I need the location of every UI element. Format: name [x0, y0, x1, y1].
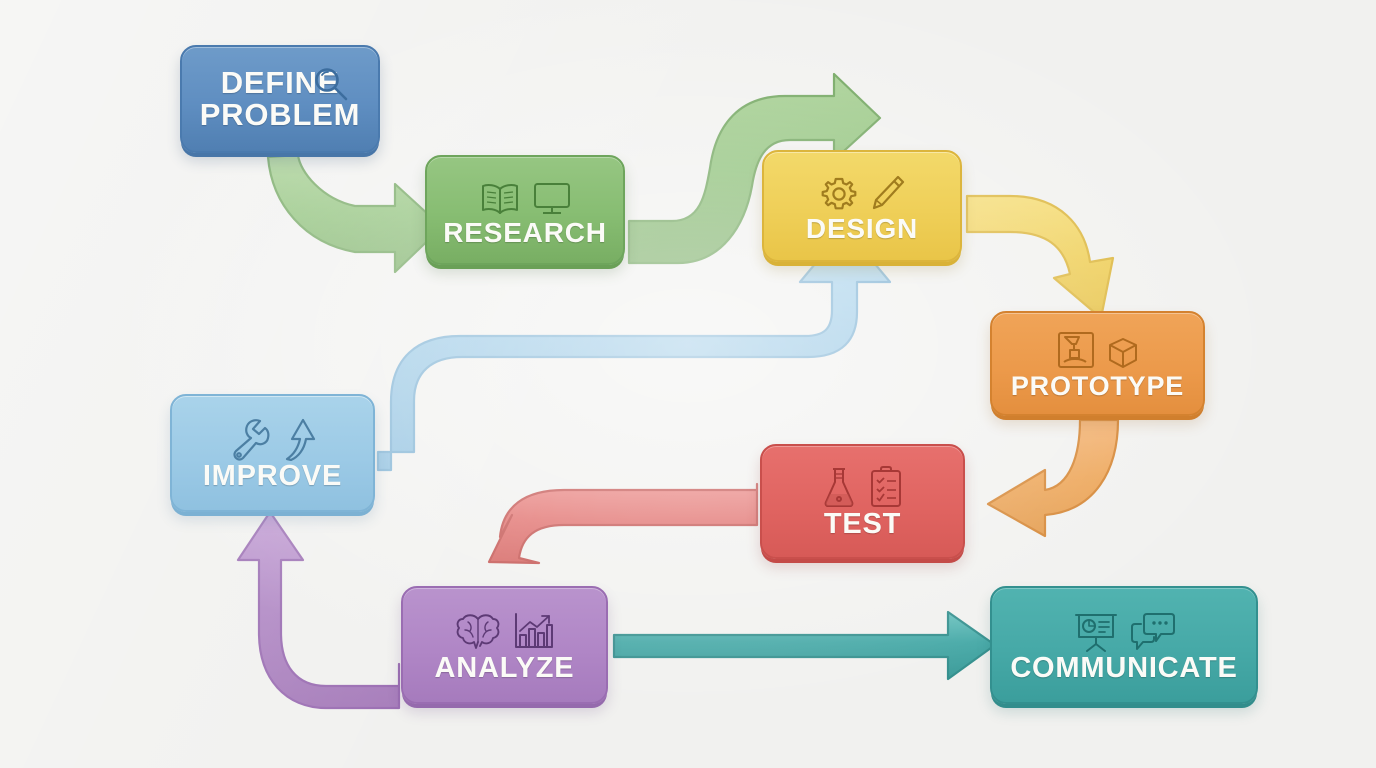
- node-analyze[interactable]: ANALYZE: [401, 586, 608, 704]
- node-design[interactable]: DESIGN: [762, 150, 962, 262]
- 3d-printer-icon: [1055, 330, 1097, 372]
- connector-design-to-prototype: [965, 194, 1115, 320]
- connector-analyze-to-communicate: [612, 610, 997, 681]
- node-analyze-label: ANALYZE: [434, 651, 575, 684]
- node-communicate-icons: [1072, 607, 1177, 653]
- node-research[interactable]: RESEARCH: [425, 155, 625, 265]
- node-prototype-icons: [1055, 326, 1140, 372]
- pencil-icon: [868, 174, 906, 214]
- presentation-board-icon: [1072, 611, 1120, 653]
- node-analyze-icons: [454, 607, 555, 653]
- node-test[interactable]: TEST: [760, 444, 965, 559]
- node-prototype-label: PROTOTYPE: [1010, 371, 1185, 402]
- node-test-label: TEST: [823, 508, 902, 541]
- open-book-icon: [478, 180, 522, 218]
- speech-bubbles-icon: [1129, 611, 1177, 653]
- node-communicate[interactable]: COMMUNICATE: [990, 586, 1258, 704]
- node-communicate-label: COMMUNICATE: [1010, 651, 1238, 684]
- brain-icon: [454, 611, 502, 653]
- flask-icon: [820, 465, 858, 509]
- bar-chart-icon: [511, 611, 555, 653]
- magnifier-icon: [310, 65, 352, 107]
- connector-analyze-to-improve: [236, 510, 401, 710]
- cube-icon: [1106, 334, 1140, 372]
- node-improve-label: IMPROVE: [202, 459, 343, 492]
- node-research-icons: [478, 172, 573, 218]
- gear-icon: [819, 174, 859, 214]
- connector-improve-to-design: [376, 226, 892, 472]
- node-prototype[interactable]: PROTOTYPE: [990, 311, 1205, 416]
- up-arrow-icon: [279, 417, 319, 461]
- node-define-problem[interactable]: DEFINE PROBLEM: [180, 45, 380, 153]
- connector-define-to-research: [266, 153, 444, 274]
- connector-research-to-design: [627, 72, 882, 265]
- clipboard-checklist-icon: [867, 465, 905, 509]
- connector-test-to-analyze: [487, 482, 759, 565]
- monitor-icon: [531, 180, 573, 218]
- node-research-label: RESEARCH: [443, 217, 607, 249]
- connector-prototype-to-test: [986, 418, 1120, 538]
- node-design-icons: [819, 168, 906, 214]
- node-test-icons: [820, 463, 905, 509]
- node-improve[interactable]: IMPROVE: [170, 394, 375, 512]
- node-design-label: DESIGN: [805, 213, 919, 245]
- node-improve-icons: [226, 415, 319, 461]
- wrench-icon: [226, 417, 270, 461]
